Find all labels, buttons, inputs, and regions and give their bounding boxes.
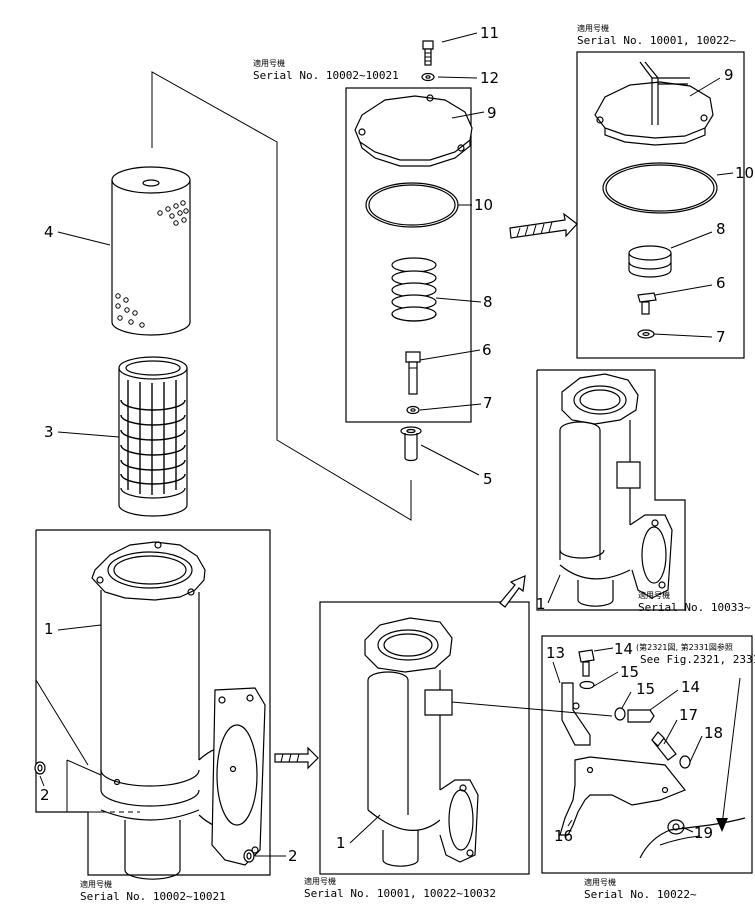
- jp-bottom-left: 適用号機: [80, 879, 112, 889]
- inner-element-part3: [118, 356, 188, 517]
- leader-lines: [39, 32, 734, 857]
- washer-part15-a: [579, 680, 595, 690]
- part-no-16: 16: [554, 827, 573, 845]
- part-no-8b: 8: [716, 220, 726, 238]
- part-no-1b: 1: [336, 834, 346, 852]
- guide-line-left: [35, 679, 89, 766]
- serial-bottom-left: Serial No. 10002~10021: [80, 890, 226, 903]
- arrow-middle-to-upper-right: [499, 575, 526, 608]
- frame-top-middle: [345, 87, 472, 423]
- part-no-6b: 6: [716, 274, 726, 292]
- washer-part7-a: [406, 405, 420, 415]
- bracket-part13: [561, 682, 591, 746]
- cap-part8-b: [628, 245, 672, 278]
- cover-part9-a: [354, 94, 473, 167]
- cover-part9-b: [594, 61, 714, 146]
- part-no-10b: 10: [735, 164, 754, 182]
- part-no-6a: 6: [482, 341, 492, 359]
- arrow-reference: [716, 677, 741, 832]
- jp-bottom-right: 適用号機: [584, 877, 616, 887]
- frame-mid-right: [536, 369, 686, 611]
- washer-part15-b: [614, 707, 626, 721]
- bolt-part11: [422, 40, 434, 66]
- housing-part1-left: [66, 541, 266, 880]
- outer-element-part4: [111, 166, 191, 336]
- pipe-part5: [400, 426, 422, 462]
- bolt-part14-a: [578, 649, 595, 677]
- bolt-part6-b: [637, 292, 657, 315]
- bellows-part8-a: [391, 257, 437, 322]
- part-no-2a: 2: [40, 786, 50, 804]
- part-no-7b: 7: [716, 328, 726, 346]
- part-no-18: 18: [704, 724, 723, 742]
- part-numbers: 11 12 9 10 8 6 7 5 4 3 1 2 2 9 10 8 6 7 …: [40, 24, 754, 865]
- part-no-15b: 15: [636, 680, 655, 698]
- jp-top-middle: 適用号機: [253, 58, 285, 68]
- part-no-4: 4: [44, 223, 54, 241]
- part-no-19: 19: [694, 824, 713, 842]
- exploded-guide-line: [151, 71, 412, 521]
- part-no-15a: 15: [620, 663, 639, 681]
- part-no-8a: 8: [483, 293, 493, 311]
- arrow-left-to-middle: [274, 746, 319, 770]
- part-no-3: 3: [44, 423, 54, 441]
- part-no-13: 13: [546, 644, 565, 662]
- jp-bottom-middle: 適用号機: [304, 876, 336, 886]
- bolt-part6-a: [405, 351, 421, 395]
- part-no-12: 12: [480, 69, 499, 87]
- mating-structure-outline: [639, 817, 746, 859]
- part-no-5: 5: [483, 470, 493, 488]
- washer-part12: [421, 72, 435, 82]
- bolt-part17: [651, 731, 677, 761]
- part-no-1a: 1: [44, 620, 54, 638]
- serial-mid-right: Serial No. 10033~: [638, 601, 751, 614]
- frame-top-right: [576, 51, 745, 359]
- serial-top-right: Serial No. 10001, 10022~: [577, 34, 736, 47]
- part-no-9a: 9: [487, 104, 497, 122]
- connector-line: [451, 701, 613, 717]
- bracket-part16: [559, 756, 686, 836]
- frame-bottom-right: [541, 635, 753, 874]
- jp-mid-right: 適用号機: [638, 590, 670, 600]
- jp-top-right: 適用号機: [577, 23, 609, 33]
- frame-bottom-left: [35, 529, 271, 876]
- arrow-top-to-right: [509, 212, 578, 239]
- serial-labels: 適用号機 Serial No. 10002~10021 適用号機 Serial …: [80, 23, 755, 903]
- see-fig-reference: See Fig.2321, 2331: [640, 653, 755, 666]
- bolt-part14-b: [627, 709, 655, 723]
- part-no-11: 11: [480, 24, 499, 42]
- part-no-14b: 14: [681, 678, 700, 696]
- frame-bottom-middle: [319, 601, 530, 875]
- part-no-17: 17: [679, 706, 698, 724]
- washer-part18: [679, 755, 691, 769]
- part-no-1c: 1: [536, 595, 546, 613]
- part-no-9b: 9: [724, 66, 734, 84]
- part-no-14a: 14: [614, 640, 633, 658]
- part-no-7a: 7: [483, 394, 493, 412]
- jp-ref-fig: (第2321図, 第2331図参照: [636, 642, 733, 652]
- o-ring-part10-a: [365, 182, 459, 228]
- part-no-10a: 10: [474, 196, 493, 214]
- housing-part1-bottom-middle: [364, 617, 479, 867]
- nut-part2-right: [243, 849, 255, 863]
- part-no-2b: 2: [288, 847, 298, 865]
- serial-bottom-middle: Serial No. 10001, 10022~10032: [304, 887, 496, 900]
- o-ring-part10-b: [602, 162, 718, 214]
- nut-part2-left: [34, 761, 46, 775]
- serial-top-middle: Serial No. 10002~10021: [253, 69, 399, 82]
- washer-part7-b: [637, 329, 655, 339]
- serial-bottom-right: Serial No. 10022~: [584, 888, 697, 901]
- housing-part1-mid-right: [559, 373, 673, 607]
- nut-part19: [667, 819, 685, 835]
